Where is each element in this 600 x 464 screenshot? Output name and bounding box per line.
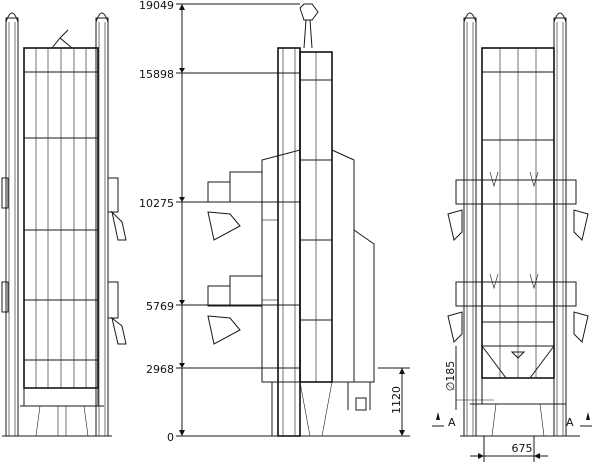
- section-label-left: A: [448, 416, 456, 429]
- clearance-dimension: 1120: [378, 367, 410, 437]
- elevation-label-15898: 15898: [139, 68, 174, 81]
- elevation-label-19049: 19049: [139, 0, 174, 12]
- center-side-view: [207, 3, 378, 437]
- elevation-scale: 19049 15898 10275 5769 2968 0: [139, 0, 300, 444]
- clearance-label: 1120: [390, 386, 403, 414]
- diameter-dimension: ∅185: [444, 346, 494, 410]
- section-markers: A A: [432, 412, 592, 429]
- width-label: 675: [512, 442, 533, 455]
- elevation-label-0: 0: [167, 431, 174, 444]
- elevation-label-2968: 2968: [146, 363, 174, 376]
- width-dimension: 675: [470, 436, 548, 462]
- elevation-label-10275: 10275: [139, 197, 174, 210]
- section-label-right: A: [566, 416, 574, 429]
- left-side-view: [1, 12, 127, 437]
- elevation-label-5769: 5769: [146, 300, 174, 313]
- right-side-view: [447, 12, 589, 437]
- diameter-label: ∅185: [444, 361, 457, 392]
